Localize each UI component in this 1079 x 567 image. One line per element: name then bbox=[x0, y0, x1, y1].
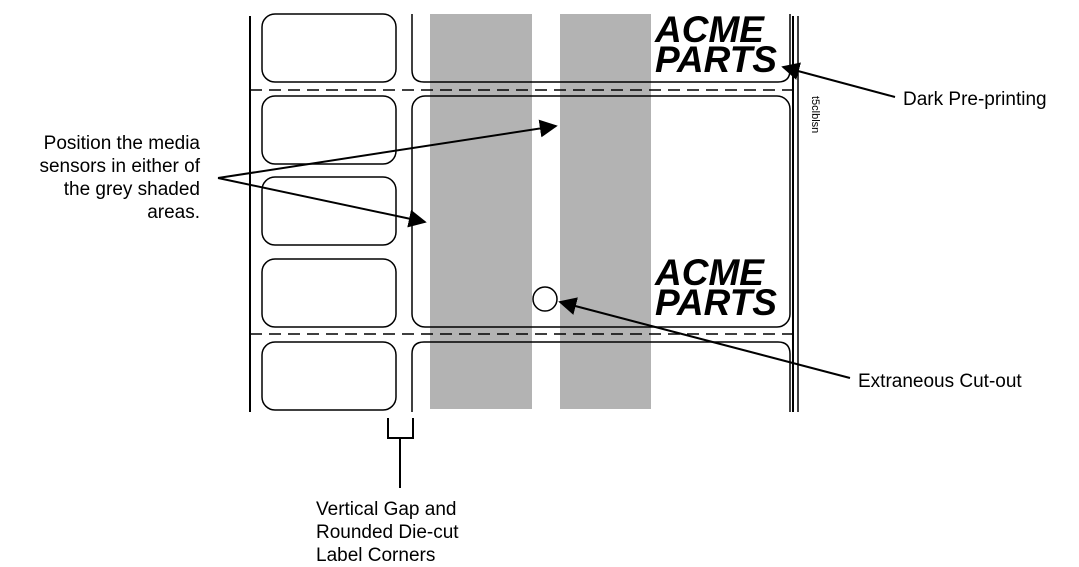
cutout-circle bbox=[532, 286, 558, 312]
arrow-to-dark-preprinting bbox=[781, 62, 896, 98]
callout-position-sensors-line4: areas. bbox=[147, 202, 200, 223]
callout-position-sensors-line1: Position the media bbox=[44, 133, 201, 154]
small-label bbox=[261, 176, 397, 246]
acme-logo-bottom-line1: ACME bbox=[654, 252, 765, 293]
grey-sensor-area-left bbox=[430, 14, 532, 409]
callout-position-sensors-line2: sensors in either of bbox=[39, 156, 200, 177]
small-label bbox=[261, 13, 397, 83]
acme-logo-top-line2: PARTS bbox=[655, 39, 777, 80]
figure-code: t5clblsn bbox=[809, 96, 821, 133]
callout-extraneous-cutout: Extraneous Cut-out bbox=[858, 371, 1022, 392]
callout-vertical-gap-line1: Vertical Gap and bbox=[316, 499, 456, 520]
vertical-gap-bracket bbox=[387, 418, 414, 488]
arrow-to-left-sensor-area bbox=[217, 177, 427, 228]
arrow-to-right-sensor-area bbox=[217, 119, 558, 179]
callout-vertical-gap-line3: Label Corners bbox=[316, 545, 435, 566]
acme-logo-top-line1: ACME bbox=[654, 9, 765, 50]
small-label bbox=[261, 258, 397, 328]
large-label-bottom-partial bbox=[411, 341, 791, 412]
small-label bbox=[261, 341, 397, 411]
callout-vertical-gap-line2: Rounded Die-cut bbox=[316, 522, 459, 543]
callout-dark-preprinting: Dark Pre-printing bbox=[903, 89, 1047, 110]
grey-sensor-area-right bbox=[560, 14, 651, 409]
acme-logo-bottom-line2: PARTS bbox=[655, 282, 777, 323]
small-label bbox=[261, 95, 397, 165]
arrow-to-cutout bbox=[558, 297, 851, 379]
callout-position-sensors-line3: the grey shaded bbox=[64, 179, 200, 200]
